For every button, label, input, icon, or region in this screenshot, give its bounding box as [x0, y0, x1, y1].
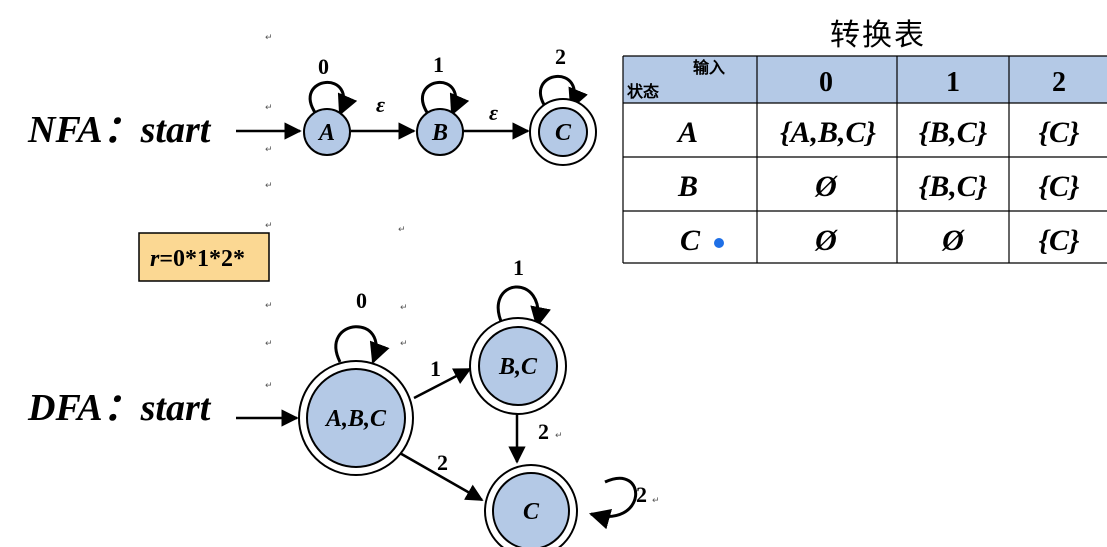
regex-expression: =0*1*2* — [159, 246, 245, 272]
dfa-loop-c — [588, 476, 637, 530]
pilcrow-mark: ↵ — [398, 225, 406, 235]
pilcrow-mark: ↵ — [265, 381, 273, 391]
table-row-b-cell-2: {C} — [1039, 170, 1080, 203]
pilcrow-mark: ↵ — [265, 181, 273, 191]
dfa-edge-abc-c — [397, 450, 484, 502]
table-row-a-state: A — [676, 116, 698, 149]
regex-r: r — [150, 246, 160, 272]
dfa-state-abc: A,B,C — [298, 360, 414, 476]
table-row-b-cell-0: Ø — [814, 170, 838, 203]
table-col-1: 1 — [946, 67, 960, 98]
dfa-loop-label-0: 0 — [356, 288, 367, 313]
nfa-loop-a — [308, 80, 358, 116]
dfa-edge-label-3: 2 — [437, 450, 448, 475]
nfa-state-b: B — [416, 108, 464, 156]
nfa-start-label: NFA：start — [27, 109, 212, 151]
nfa-state-a: A — [303, 108, 351, 156]
pilcrow-mark: ↵ — [555, 431, 563, 441]
pilcrow-mark: ↵ — [652, 496, 660, 506]
dfa-state-abc-label: A,B,C — [324, 406, 387, 432]
transition-table: 输入 状态 0 1 2 A {A,B,C} {B,C} {C} B Ø {B,C… — [622, 55, 1107, 264]
dfa-start-label: DFA：start — [27, 387, 212, 429]
nfa-edge-label-2: ε — [489, 100, 498, 125]
nfa-edge-label-1: ε — [376, 92, 385, 117]
dfa-state-bc: B,C — [469, 317, 567, 415]
table-row-a-cell-0: {A,B,C} — [780, 116, 876, 149]
table-header-input: 输入 — [693, 58, 725, 77]
pilcrow-mark: ↵ — [265, 301, 273, 311]
table-title: 转换表 — [830, 19, 926, 52]
table-row-c-cell-0: Ø — [814, 224, 838, 257]
dfa-loop-label-1: 1 — [513, 255, 524, 280]
pilcrow-mark: ↵ — [265, 103, 273, 113]
dfa-edge-label-2: 2 — [538, 419, 549, 444]
nfa-loop-b — [420, 80, 470, 116]
regex-box: r=0*1*2* — [138, 232, 270, 282]
table-row-a-cell-2: {C} — [1039, 116, 1080, 149]
svg-text:r=0*1*2*: r=0*1*2* — [150, 246, 245, 272]
nfa-loop-label-1: 1 — [433, 52, 444, 77]
dfa-state-bc-label: B,C — [498, 354, 538, 380]
table-row-c-state: C — [680, 224, 701, 257]
table-row-c-cell-1: Ø — [941, 224, 965, 257]
nfa-state-b-label: B — [431, 120, 448, 146]
nfa-state-c: C — [529, 98, 597, 166]
cursor-dot — [714, 238, 724, 248]
table-col-2: 2 — [1052, 67, 1066, 98]
dfa-loop-bc — [496, 285, 551, 329]
pilcrow-mark: ↵ — [265, 33, 273, 43]
paragraph-marks: ↵ ↵ ↵ ↵ ↵ ↵ ↵ ↵ ↵ ↵ ↵ ↵ ↵ — [265, 33, 660, 506]
pilcrow-mark: ↵ — [400, 339, 408, 349]
nfa-loop-label-0: 0 — [318, 54, 329, 79]
dfa-state-c-label: C — [523, 499, 540, 525]
nfa-state-c-label: C — [555, 120, 572, 146]
table-row-c-cell-2: {C} — [1039, 224, 1080, 257]
dfa-loop-abc — [334, 325, 390, 364]
dfa-state-c: C — [484, 464, 578, 547]
table-row-b-state: B — [677, 170, 698, 203]
table-col-0: 0 — [819, 67, 833, 98]
pilcrow-mark: ↵ — [400, 303, 408, 313]
table-row-a-cell-1: {B,C} — [919, 116, 988, 149]
dfa-edge-abc-bc — [413, 367, 472, 400]
pilcrow-mark: ↵ — [265, 145, 273, 155]
nfa-state-a-label: A — [317, 120, 335, 146]
table-header-state: 状态 — [627, 82, 659, 101]
dfa-loop-label-2: 2 — [636, 482, 647, 507]
dfa-edge-label-1: 1 — [430, 356, 441, 381]
nfa-loop-c — [538, 74, 588, 110]
table-row-b-cell-1: {B,C} — [919, 170, 988, 203]
nfa-loop-label-2: 2 — [555, 44, 566, 69]
pilcrow-mark: ↵ — [265, 221, 273, 231]
pilcrow-mark: ↵ — [265, 339, 273, 349]
